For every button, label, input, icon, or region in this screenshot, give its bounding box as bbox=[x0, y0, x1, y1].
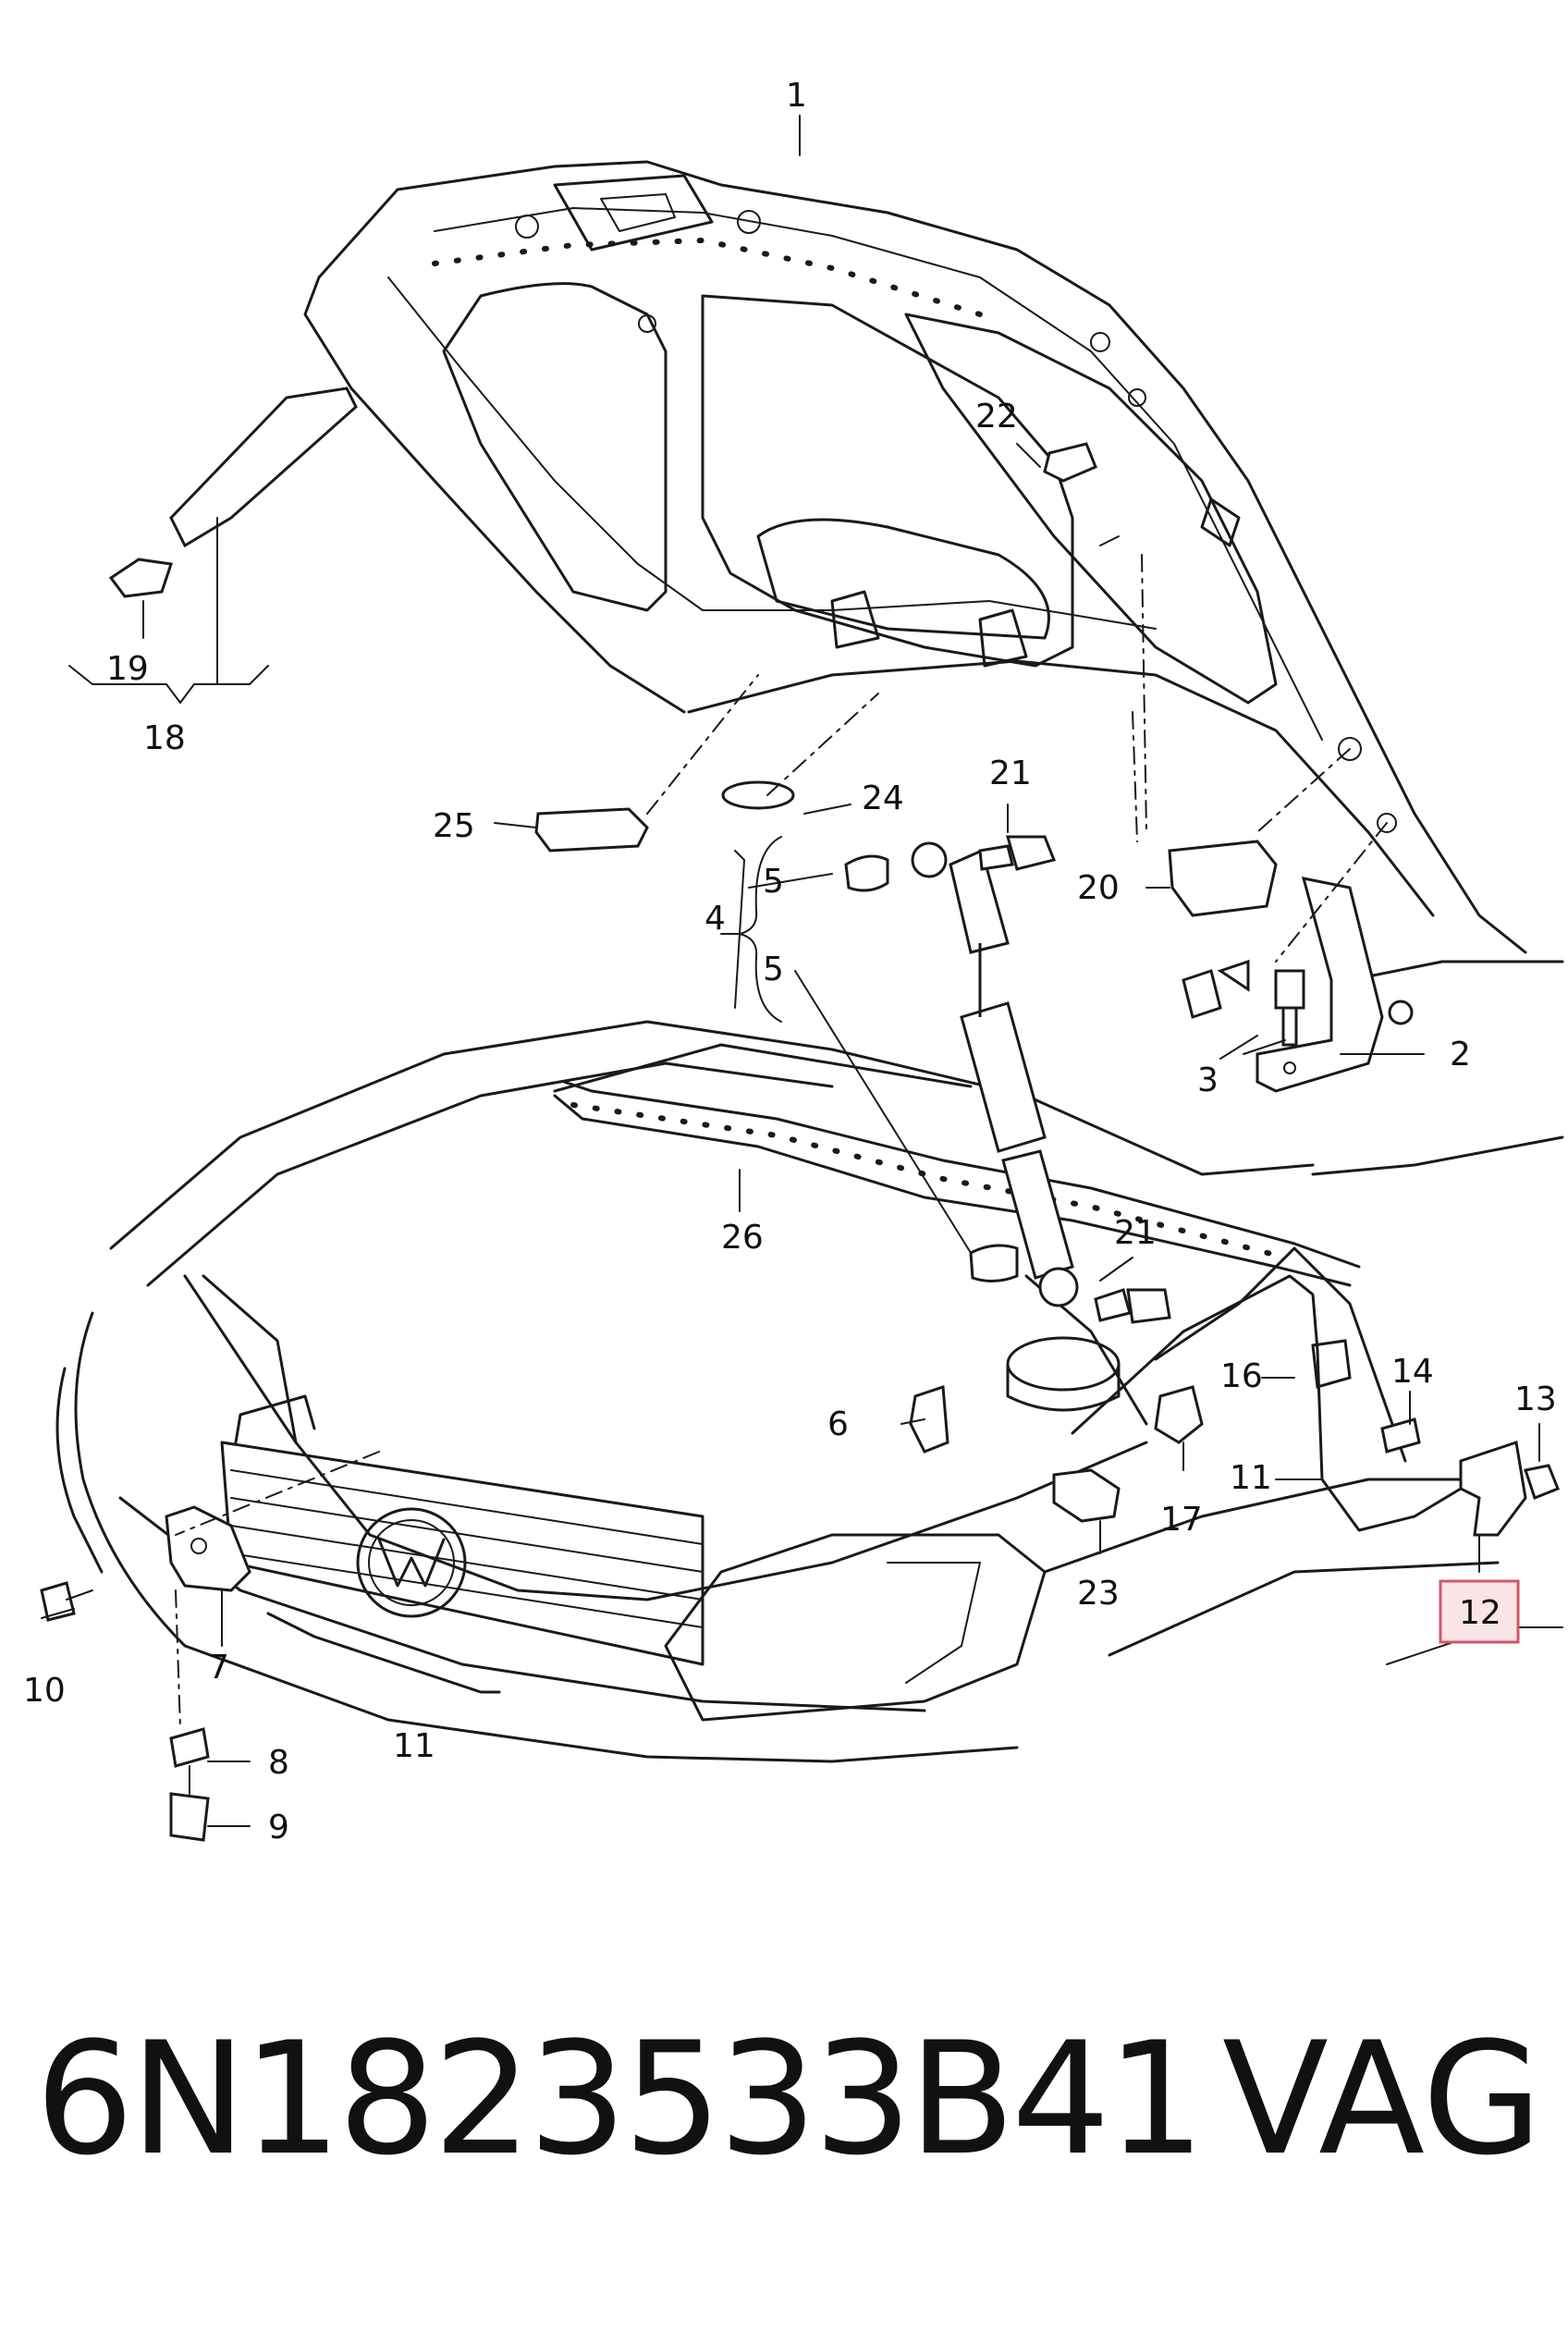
cable-clamp bbox=[1154, 1385, 1204, 1444]
callout-12: 12 bbox=[1459, 1594, 1501, 1632]
rubber-buffer bbox=[1168, 840, 1278, 917]
callout-6: 6 bbox=[827, 1405, 849, 1443]
callout-21a: 21 bbox=[989, 755, 1032, 792]
vehicle-front-body bbox=[55, 960, 1564, 1763]
callout-1: 1 bbox=[786, 77, 807, 115]
gas-strut-assembly bbox=[911, 841, 1079, 1307]
hood-hinge bbox=[1256, 877, 1414, 1093]
callout-22: 22 bbox=[975, 398, 1018, 436]
grommet bbox=[1311, 1339, 1352, 1389]
clip-lower bbox=[969, 1244, 1019, 1282]
callout-25: 25 bbox=[433, 807, 475, 845]
footer: 6N1823533B41 VAG bbox=[0, 2006, 1568, 2191]
highlight-box bbox=[1439, 1579, 1520, 1644]
callout-13: 13 bbox=[1514, 1380, 1557, 1418]
callout-11b: 11 bbox=[393, 1727, 435, 1765]
callout-18: 18 bbox=[143, 719, 186, 757]
callout-11a: 11 bbox=[1230, 1459, 1272, 1497]
hood-panel bbox=[303, 160, 1527, 954]
callout-2: 2 bbox=[1450, 1036, 1471, 1073]
callout-8: 8 bbox=[268, 1744, 289, 1782]
callout-5a: 5 bbox=[763, 863, 784, 901]
ball-stud-lower bbox=[1094, 1288, 1171, 1324]
hood-latch bbox=[165, 1505, 251, 1592]
callout-16: 16 bbox=[1220, 1357, 1263, 1395]
plug-24 bbox=[721, 780, 795, 810]
callout-26: 26 bbox=[721, 1219, 764, 1257]
callout-17: 17 bbox=[1160, 1501, 1203, 1539]
ball-stud-upper bbox=[978, 835, 1057, 871]
release-cable-lower bbox=[266, 1612, 501, 1694]
plug-25 bbox=[534, 807, 649, 853]
cable-clip bbox=[1052, 1468, 1121, 1523]
callout-3: 3 bbox=[1197, 1061, 1219, 1099]
leader-lines bbox=[41, 115, 1540, 1827]
latch-mount bbox=[909, 1384, 949, 1454]
clip-upper bbox=[844, 854, 889, 892]
callout-20: 20 bbox=[1077, 869, 1120, 907]
hood-stop bbox=[1043, 442, 1097, 483]
callout-9: 9 bbox=[268, 1809, 289, 1846]
callout-19: 19 bbox=[106, 650, 149, 688]
callout-14: 14 bbox=[1391, 1353, 1434, 1391]
release-cable bbox=[1071, 1274, 1463, 1532]
brand-label: VAG bbox=[1222, 2008, 1543, 2190]
latch-bolt-thread bbox=[66, 1589, 93, 1601]
part-number: 6N1823533B41 bbox=[35, 2008, 1206, 2190]
callout-21b: 21 bbox=[1114, 1214, 1157, 1252]
callout-10: 10 bbox=[23, 1672, 66, 1710]
callout-4: 4 bbox=[704, 900, 726, 938]
release-lever bbox=[1380, 1417, 1560, 1537]
callout-7: 7 bbox=[208, 1649, 229, 1687]
seal-strip bbox=[108, 386, 358, 598]
callout-5b: 5 bbox=[763, 951, 784, 988]
callout-23: 23 bbox=[1077, 1575, 1120, 1613]
latch-switch bbox=[169, 1727, 210, 1768]
callout-24: 24 bbox=[862, 779, 904, 817]
switch-cover bbox=[169, 1792, 210, 1842]
callouts: 1 2 3 4 5 5 6 7 8 9 10 11 11 12 13 14 16… bbox=[23, 77, 1557, 1846]
hinge-bolts bbox=[1182, 959, 1305, 1047]
